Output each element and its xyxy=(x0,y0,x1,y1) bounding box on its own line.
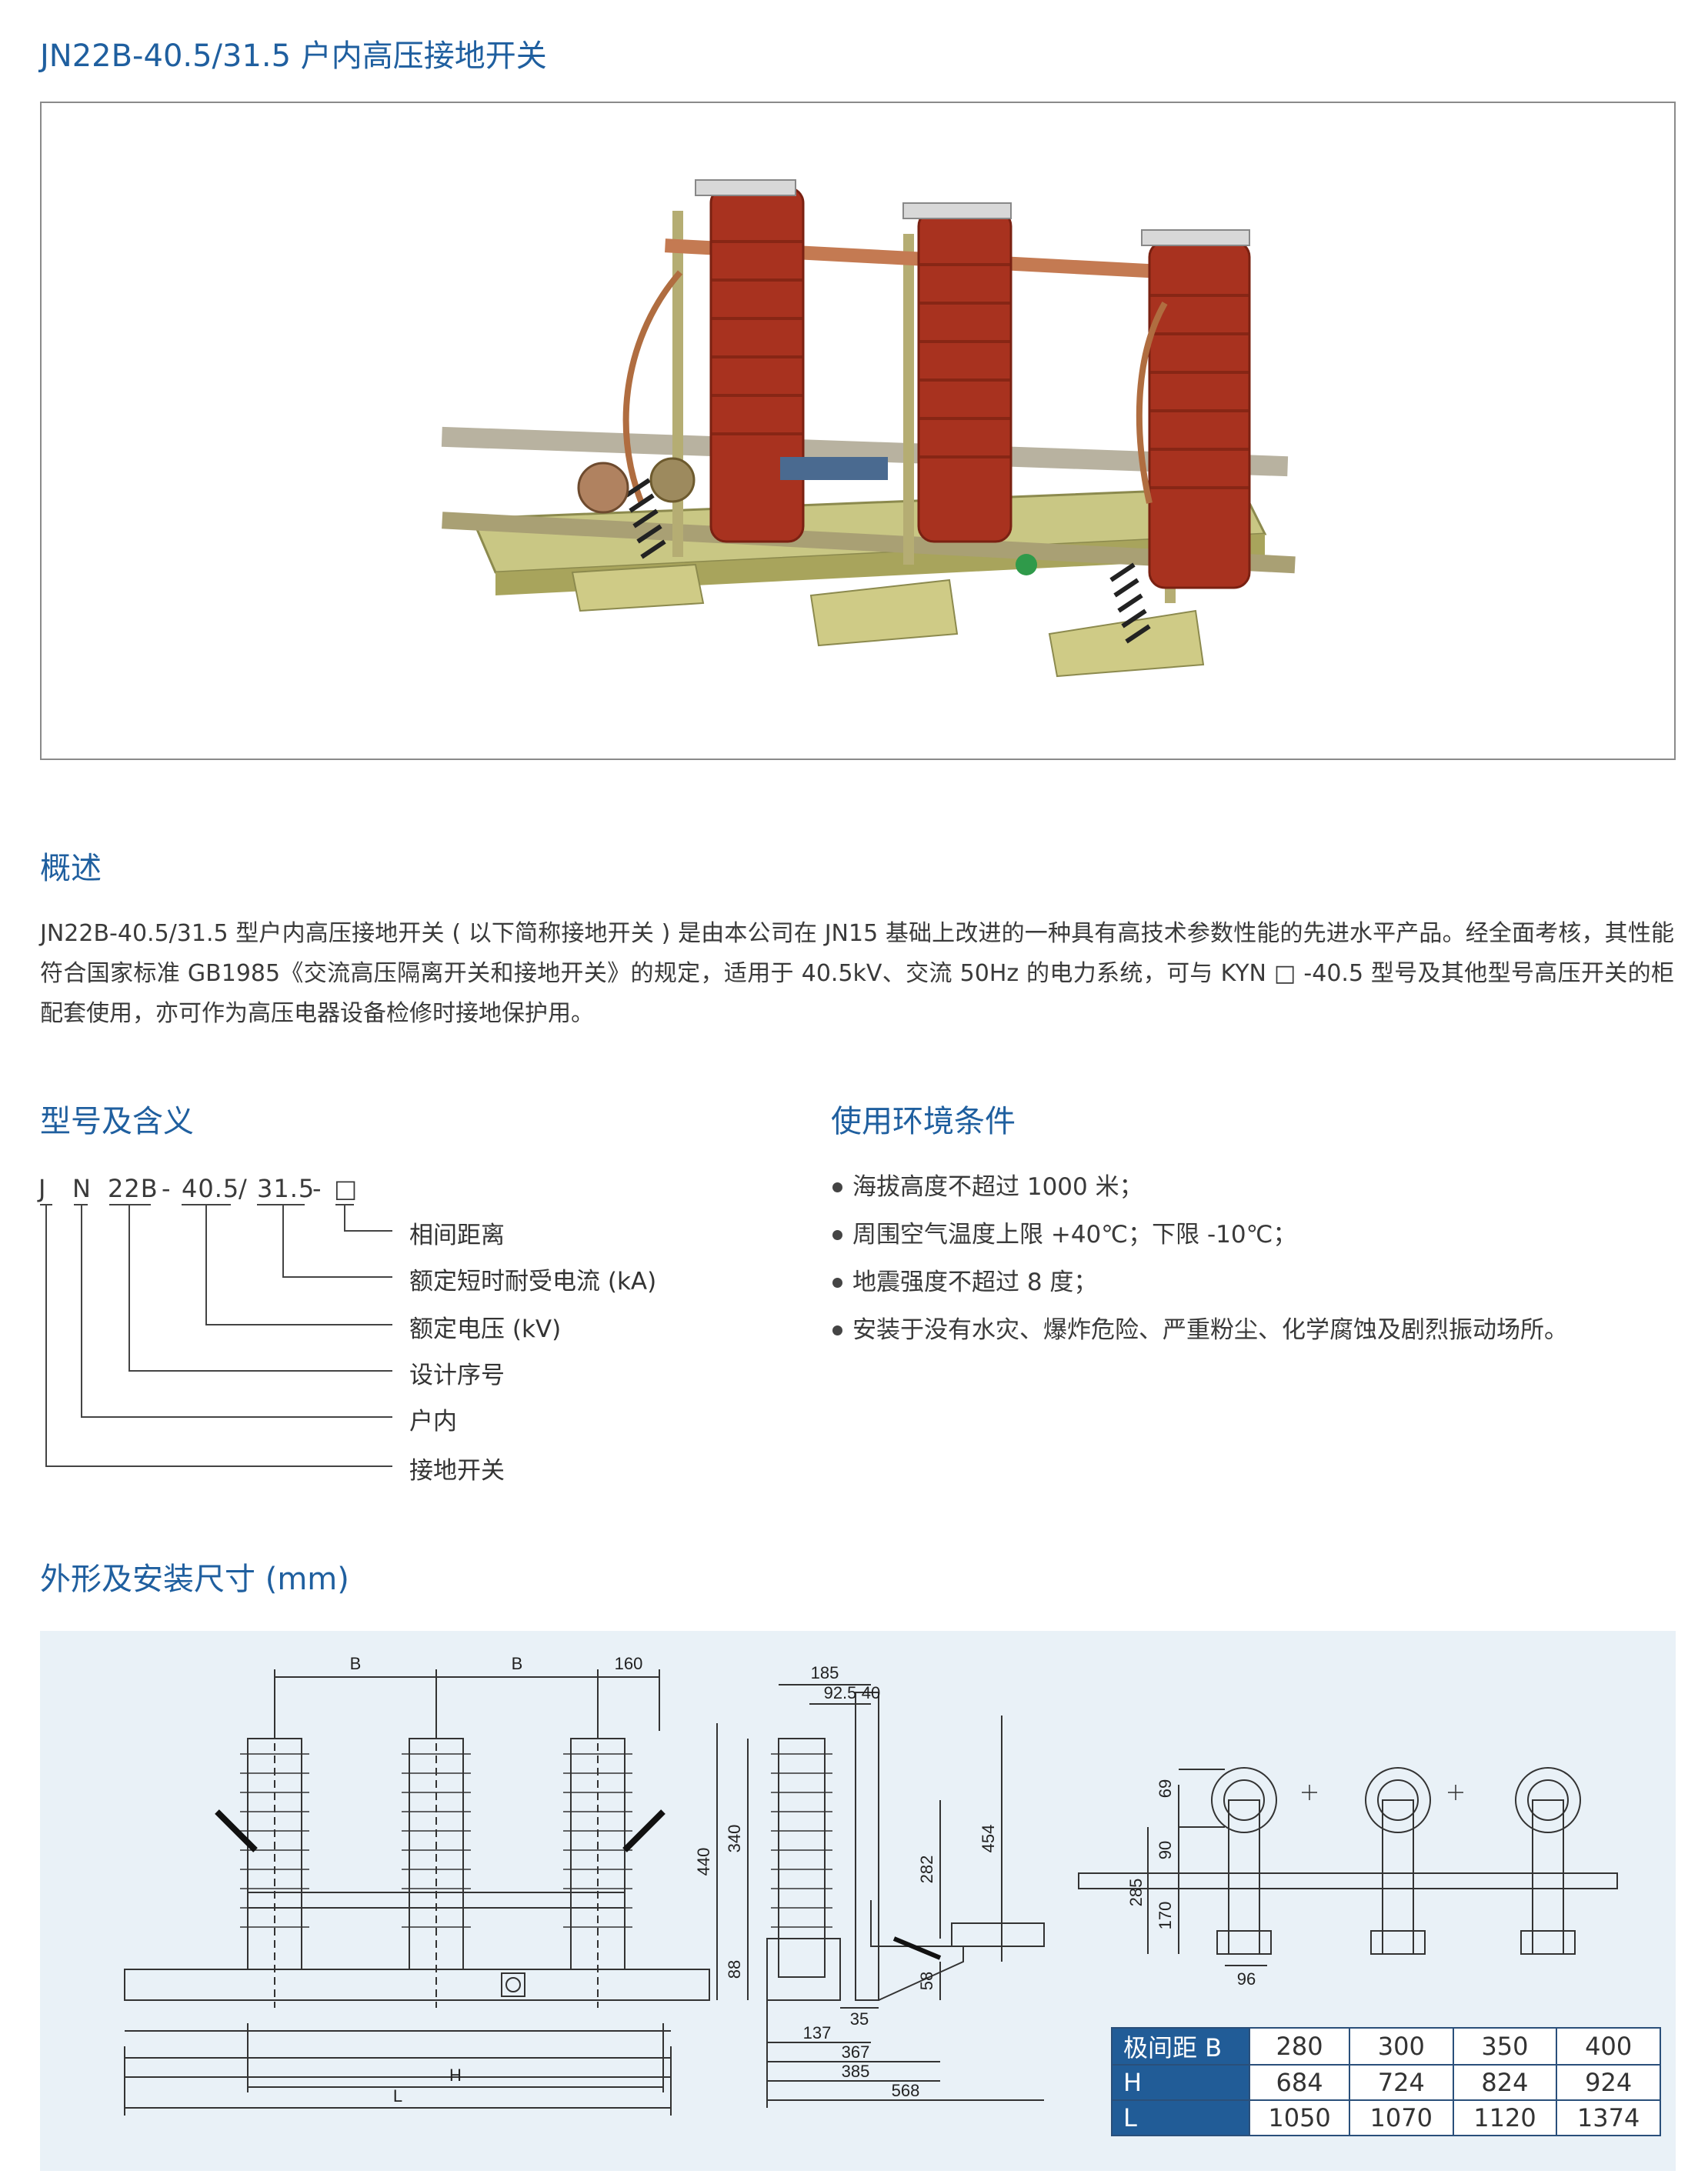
code-box: □ xyxy=(334,1174,359,1203)
side-dim-58: 58 xyxy=(917,1972,936,1990)
side-dim-440: 440 xyxy=(694,1848,713,1876)
table-cell: 1374 xyxy=(1556,2099,1661,2136)
table-cell: 1070 xyxy=(1348,2099,1454,2136)
side-dim-185: 185 xyxy=(811,1663,839,1682)
environment-list: 海拔高度不超过 1000 米； 周围空气温度上限 +40℃；下限 -10℃； 地… xyxy=(831,1172,1568,1363)
environment-heading: 使用环境条件 xyxy=(831,1104,1016,1139)
side-dim-340: 340 xyxy=(725,1825,744,1853)
meaning-short-time-current: 额定短时耐受电流 (kA) xyxy=(409,1268,657,1295)
model-heading: 型号及含义 xyxy=(40,1104,194,1139)
meaning-rated-voltage: 额定电压 (kV) xyxy=(409,1315,562,1343)
side-dim-92: 92.5 xyxy=(824,1683,857,1702)
side-view-drawing xyxy=(716,1684,1045,2108)
dimension-drawing-panel: B B 160 H L xyxy=(40,1631,1676,2171)
meaning-phase-distance: 相间距离 xyxy=(409,1222,505,1249)
page-title: JN22B-40.5/31.5 户内高压接地开关 xyxy=(40,38,547,74)
top-view-drawing xyxy=(1078,1767,1618,1966)
model-code: J N 22B - 40.5 / 31.5 - □ xyxy=(38,1174,377,1205)
meaning-design-serial: 设计序号 xyxy=(409,1362,505,1389)
side-dim-454: 454 xyxy=(979,1825,998,1853)
table-cell: 684 xyxy=(1249,2064,1350,2101)
code-slash: / xyxy=(239,1174,248,1203)
side-dim-88: 88 xyxy=(725,1960,744,1979)
code-design: 22B xyxy=(108,1174,158,1203)
side-dim-568: 568 xyxy=(892,2081,920,2100)
table-row: L 1050 1070 1120 1374 xyxy=(1110,2099,1661,2136)
code-n: N xyxy=(72,1174,92,1203)
code-current: 31.5 xyxy=(257,1174,315,1203)
table-cell: 1120 xyxy=(1452,2099,1558,2136)
row-label-h: H xyxy=(1110,2064,1251,2101)
top-dim-69: 69 xyxy=(1156,1779,1175,1798)
front-dim-l: L xyxy=(393,2086,402,2106)
top-dim-96: 96 xyxy=(1237,1969,1256,1989)
front-dim-b2: B xyxy=(512,1654,523,1673)
table-cell: 924 xyxy=(1556,2064,1661,2101)
side-dim-40: 40 xyxy=(862,1683,880,1702)
code-voltage: 40.5 xyxy=(182,1174,240,1203)
product-photo-frame xyxy=(40,102,1676,760)
front-dim-h: H xyxy=(449,2066,462,2085)
table-cell: 1050 xyxy=(1249,2099,1350,2136)
dimension-drawings: B B 160 H L xyxy=(124,1654,1618,2116)
table-cell: 724 xyxy=(1348,2064,1454,2101)
dimension-table: 极间距 B 280 300 350 400 H 684 724 824 924 … xyxy=(1110,2027,1661,2136)
model-bracket-lines xyxy=(40,1204,392,1467)
row-label-pole-distance: 极间距 B xyxy=(1110,2027,1251,2066)
environment-item-altitude: 海拔高度不超过 1000 米； xyxy=(831,1172,1568,1220)
side-dim-282: 282 xyxy=(917,1856,936,1884)
table-cell: 350 xyxy=(1452,2027,1558,2066)
table-cell: 824 xyxy=(1452,2064,1558,2101)
side-dim-137: 137 xyxy=(803,2023,832,2042)
environment-item-location: 安装于没有水灾、爆炸危险、严重粉尘、化学腐蚀及剧烈振动场所。 xyxy=(831,1315,1568,1363)
table-cell: 400 xyxy=(1556,2027,1661,2066)
overview-text: JN22B-40.5/31.5 型户内高压接地开关 ( 以下简称接地开关 ) 是… xyxy=(40,920,1674,1027)
side-dim-385: 385 xyxy=(842,2062,870,2081)
side-dim-367: 367 xyxy=(842,2042,870,2062)
dimensions-heading: 外形及安装尺寸 (mm) xyxy=(40,1562,349,1597)
row-label-l: L xyxy=(1110,2099,1251,2136)
front-view-drawing xyxy=(124,1669,710,2116)
front-dim-b1: B xyxy=(350,1654,362,1673)
front-dim-160: 160 xyxy=(615,1654,643,1673)
top-dim-285: 285 xyxy=(1126,1879,1146,1907)
environment-item-seismic: 地震强度不超过 8 度； xyxy=(831,1268,1568,1315)
overview-heading: 概述 xyxy=(40,851,102,886)
code-dash1: - xyxy=(162,1174,172,1203)
table-cell: 280 xyxy=(1249,2027,1350,2066)
table-cell: 300 xyxy=(1348,2027,1454,2066)
code-j: J xyxy=(38,1174,47,1203)
table-row: H 684 724 824 924 xyxy=(1110,2064,1661,2101)
environment-item-temperature: 周围空气温度上限 +40℃；下限 -10℃； xyxy=(831,1220,1568,1268)
meaning-earthing-switch: 接地开关 xyxy=(409,1457,505,1485)
table-row: 极间距 B 280 300 350 400 xyxy=(1110,2027,1661,2066)
code-dash2: - xyxy=(312,1174,322,1203)
top-dim-170: 170 xyxy=(1156,1902,1175,1930)
product-photo xyxy=(441,179,1296,678)
meaning-indoor: 户内 xyxy=(409,1408,457,1435)
top-dim-90: 90 xyxy=(1156,1841,1175,1859)
side-dim-35: 35 xyxy=(850,2009,869,2029)
